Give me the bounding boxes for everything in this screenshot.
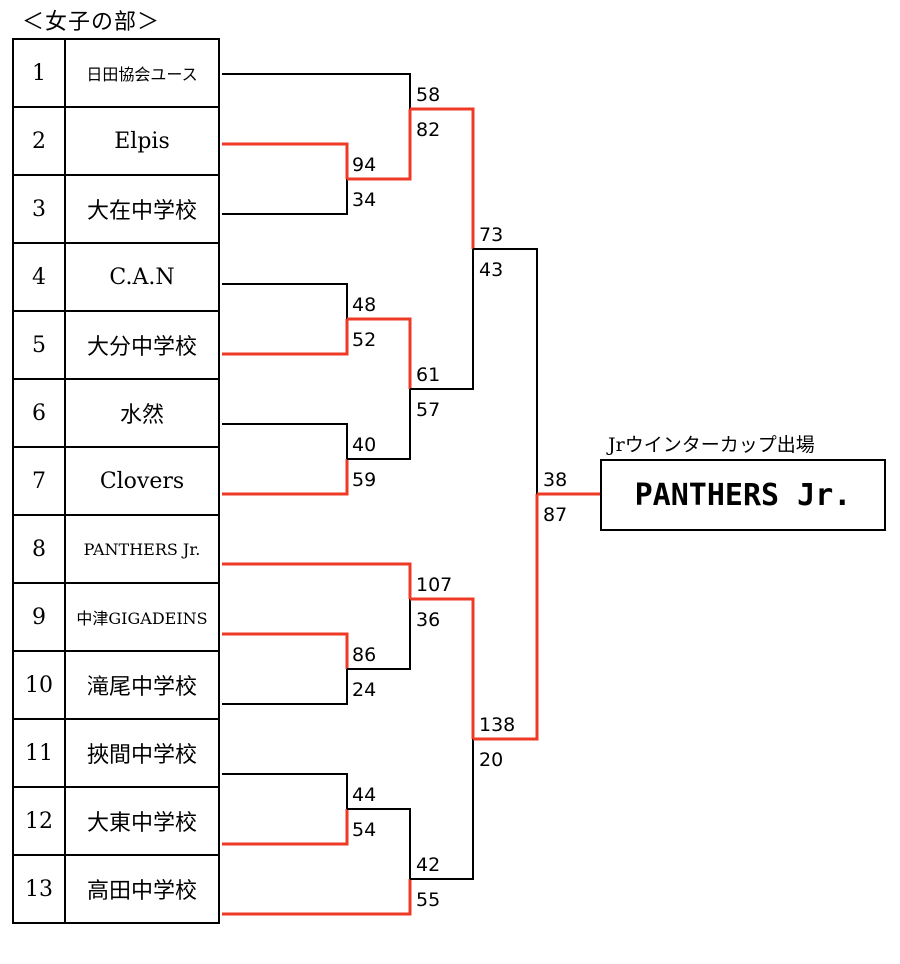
score-label: 42 — [416, 854, 440, 876]
team-name: 大分中学校 — [64, 310, 220, 380]
score-label: 55 — [416, 889, 440, 911]
seed-number: 2 — [12, 106, 66, 176]
bracket-line-loser — [222, 773, 348, 809]
team-name: 日田協会ユース — [64, 38, 220, 108]
page-title: ＜女子の部＞ — [22, 10, 161, 35]
team-name: 水然 — [64, 378, 220, 448]
team-name: C.A.N — [64, 242, 220, 312]
bracket-line-winner — [347, 109, 412, 181]
score-label: 43 — [479, 259, 503, 281]
seed-number: 12 — [12, 786, 66, 856]
bracket-line-loser — [410, 739, 474, 880]
score-label: 94 — [352, 154, 376, 176]
team-name: 滝尾中学校 — [64, 650, 220, 720]
seed-number: 13 — [12, 854, 66, 924]
team-name: 大在中学校 — [64, 174, 220, 244]
seed-number: 1 — [12, 38, 66, 108]
bracket-line-loser — [347, 389, 411, 460]
bracket-line-winner — [222, 319, 349, 356]
bracket-line-winner — [222, 562, 412, 599]
seed-number: 11 — [12, 718, 66, 788]
team-name: 高田中学校 — [64, 854, 220, 924]
score-label: 40 — [352, 434, 376, 456]
bracket-line-loser — [473, 248, 538, 494]
score-label: 73 — [479, 224, 503, 246]
seed-number: 6 — [12, 378, 66, 448]
bracket-line-winner — [222, 632, 349, 669]
team-name: 大東中学校 — [64, 786, 220, 856]
champion-caption: Jrウインターカップ出場 — [608, 434, 815, 456]
seed-number: 3 — [12, 174, 66, 244]
seed-number: 10 — [12, 650, 66, 720]
seed-number: 5 — [12, 310, 66, 380]
bracket-line-winner — [347, 317, 412, 389]
score-label: 34 — [352, 189, 376, 211]
bracket-line-loser — [222, 423, 348, 459]
team-name: Elpis — [64, 106, 220, 176]
bracket-line-winner — [410, 597, 475, 739]
score-label: 61 — [416, 364, 440, 386]
bracket-line-winner — [222, 459, 349, 496]
bracket-line-loser — [347, 808, 411, 879]
bracket-line-loser — [222, 669, 348, 705]
score-label: 59 — [352, 469, 376, 491]
bracket-line-loser — [222, 73, 411, 109]
score-label: 138 — [479, 714, 515, 736]
seed-number: 8 — [12, 514, 66, 584]
team-name: Clovers — [64, 446, 220, 516]
champion-name: PANTHERS Jr. — [634, 477, 852, 513]
seed-number: 7 — [12, 446, 66, 516]
score-label: 107 — [416, 574, 452, 596]
seed-number: 9 — [12, 582, 66, 652]
bracket-line-loser — [410, 249, 474, 390]
bracket-line-winner — [222, 142, 349, 179]
champion-box: PANTHERS Jr. — [600, 459, 886, 531]
score-label: 54 — [352, 819, 376, 841]
score-label: 57 — [416, 399, 440, 421]
score-label: 58 — [416, 84, 440, 106]
score-label: 36 — [416, 609, 440, 631]
team-name: 中津GIGADEINS — [64, 582, 220, 652]
score-label: 44 — [352, 784, 376, 806]
bracket-line-winner — [222, 809, 349, 846]
score-label: 52 — [352, 329, 376, 351]
bracket-line-loser — [222, 283, 348, 319]
score-label: 82 — [416, 119, 440, 141]
team-name: PANTHERS Jr. — [64, 514, 220, 584]
score-label: 87 — [543, 504, 567, 526]
bracket-line-winner — [410, 107, 475, 249]
bracket-line-loser — [347, 599, 411, 670]
score-label: 24 — [352, 679, 376, 701]
team-name: 挾間中学校 — [64, 718, 220, 788]
seed-number: 4 — [12, 242, 66, 312]
score-label: 48 — [352, 294, 376, 316]
bracket-line-loser — [222, 179, 348, 215]
score-label: 38 — [543, 469, 567, 491]
score-label: 20 — [479, 749, 503, 771]
bracket-line-winner — [222, 879, 412, 916]
bracket-line-winner — [473, 494, 539, 741]
score-label: 86 — [352, 644, 376, 666]
